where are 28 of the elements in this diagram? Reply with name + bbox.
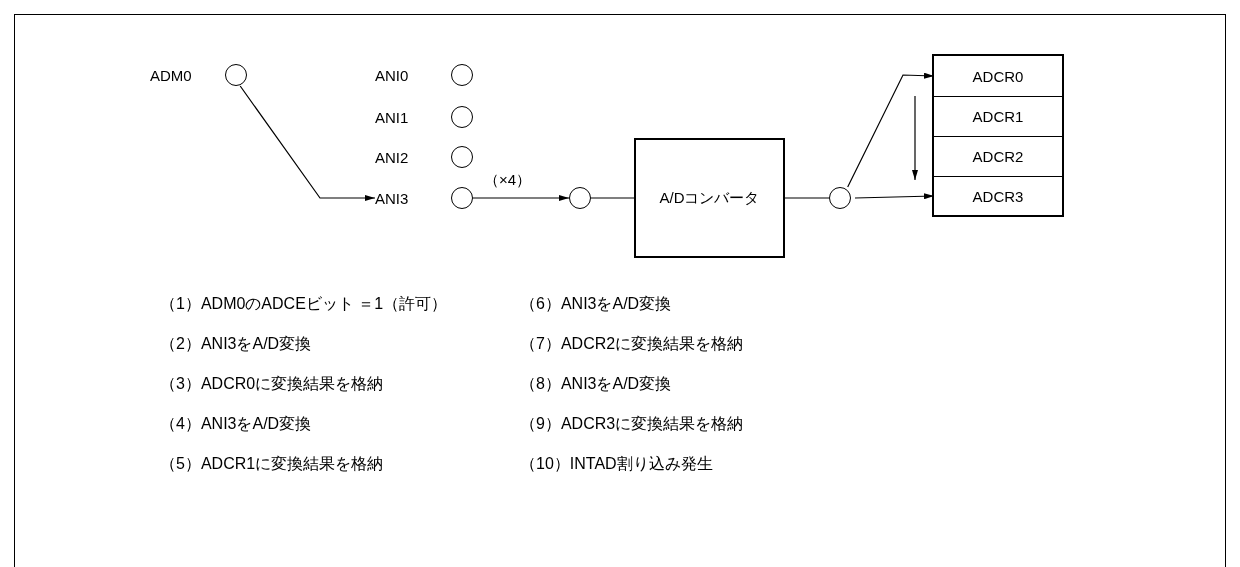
- step-note: （3）ADCR0に変換結果を格納: [160, 374, 384, 394]
- step-note: （2）ANI3をA/D変換: [160, 334, 312, 354]
- step-note: （7）ADCR2に変換結果を格納: [520, 334, 744, 354]
- step-note: （10）INTAD割り込み発生: [520, 454, 713, 474]
- register-name: ADCR0: [972, 67, 1024, 85]
- pin-label: ADM0: [150, 66, 192, 84]
- register-box: [932, 54, 1064, 217]
- pin-label: ANI3: [375, 189, 409, 207]
- step-note: （1）ADM0のADCEビット ＝1（許可）: [160, 294, 448, 314]
- converter-box: [634, 138, 785, 258]
- step-note: （6）ANI3をA/D変換: [520, 294, 672, 314]
- step-note: （5）ADCR1に変換結果を格納: [160, 454, 384, 474]
- connector-line: [590, 197, 635, 199]
- step-note: （4）ANI3をA/D変換: [160, 414, 312, 434]
- register-name: ADCR2: [972, 148, 1024, 165]
- pin-label: ANI2: [375, 148, 409, 166]
- register-name: ADCR3: [972, 188, 1024, 205]
- step-note: （9）ADCR3に変換結果を格納: [520, 414, 744, 434]
- pin-label: ANI0: [375, 66, 409, 84]
- pin-label: ANI1: [375, 108, 409, 126]
- register-name: ADCR1: [972, 108, 1024, 125]
- arrow: [472, 195, 570, 201]
- step-note: （8）ANI3をA/D変換: [520, 374, 672, 394]
- terminal-circle: [569, 187, 591, 209]
- converter-label: A/Dコンバータ: [659, 188, 760, 208]
- connector-line: [784, 197, 830, 199]
- terminal-circle: [829, 187, 851, 209]
- arrow: [239, 85, 376, 201]
